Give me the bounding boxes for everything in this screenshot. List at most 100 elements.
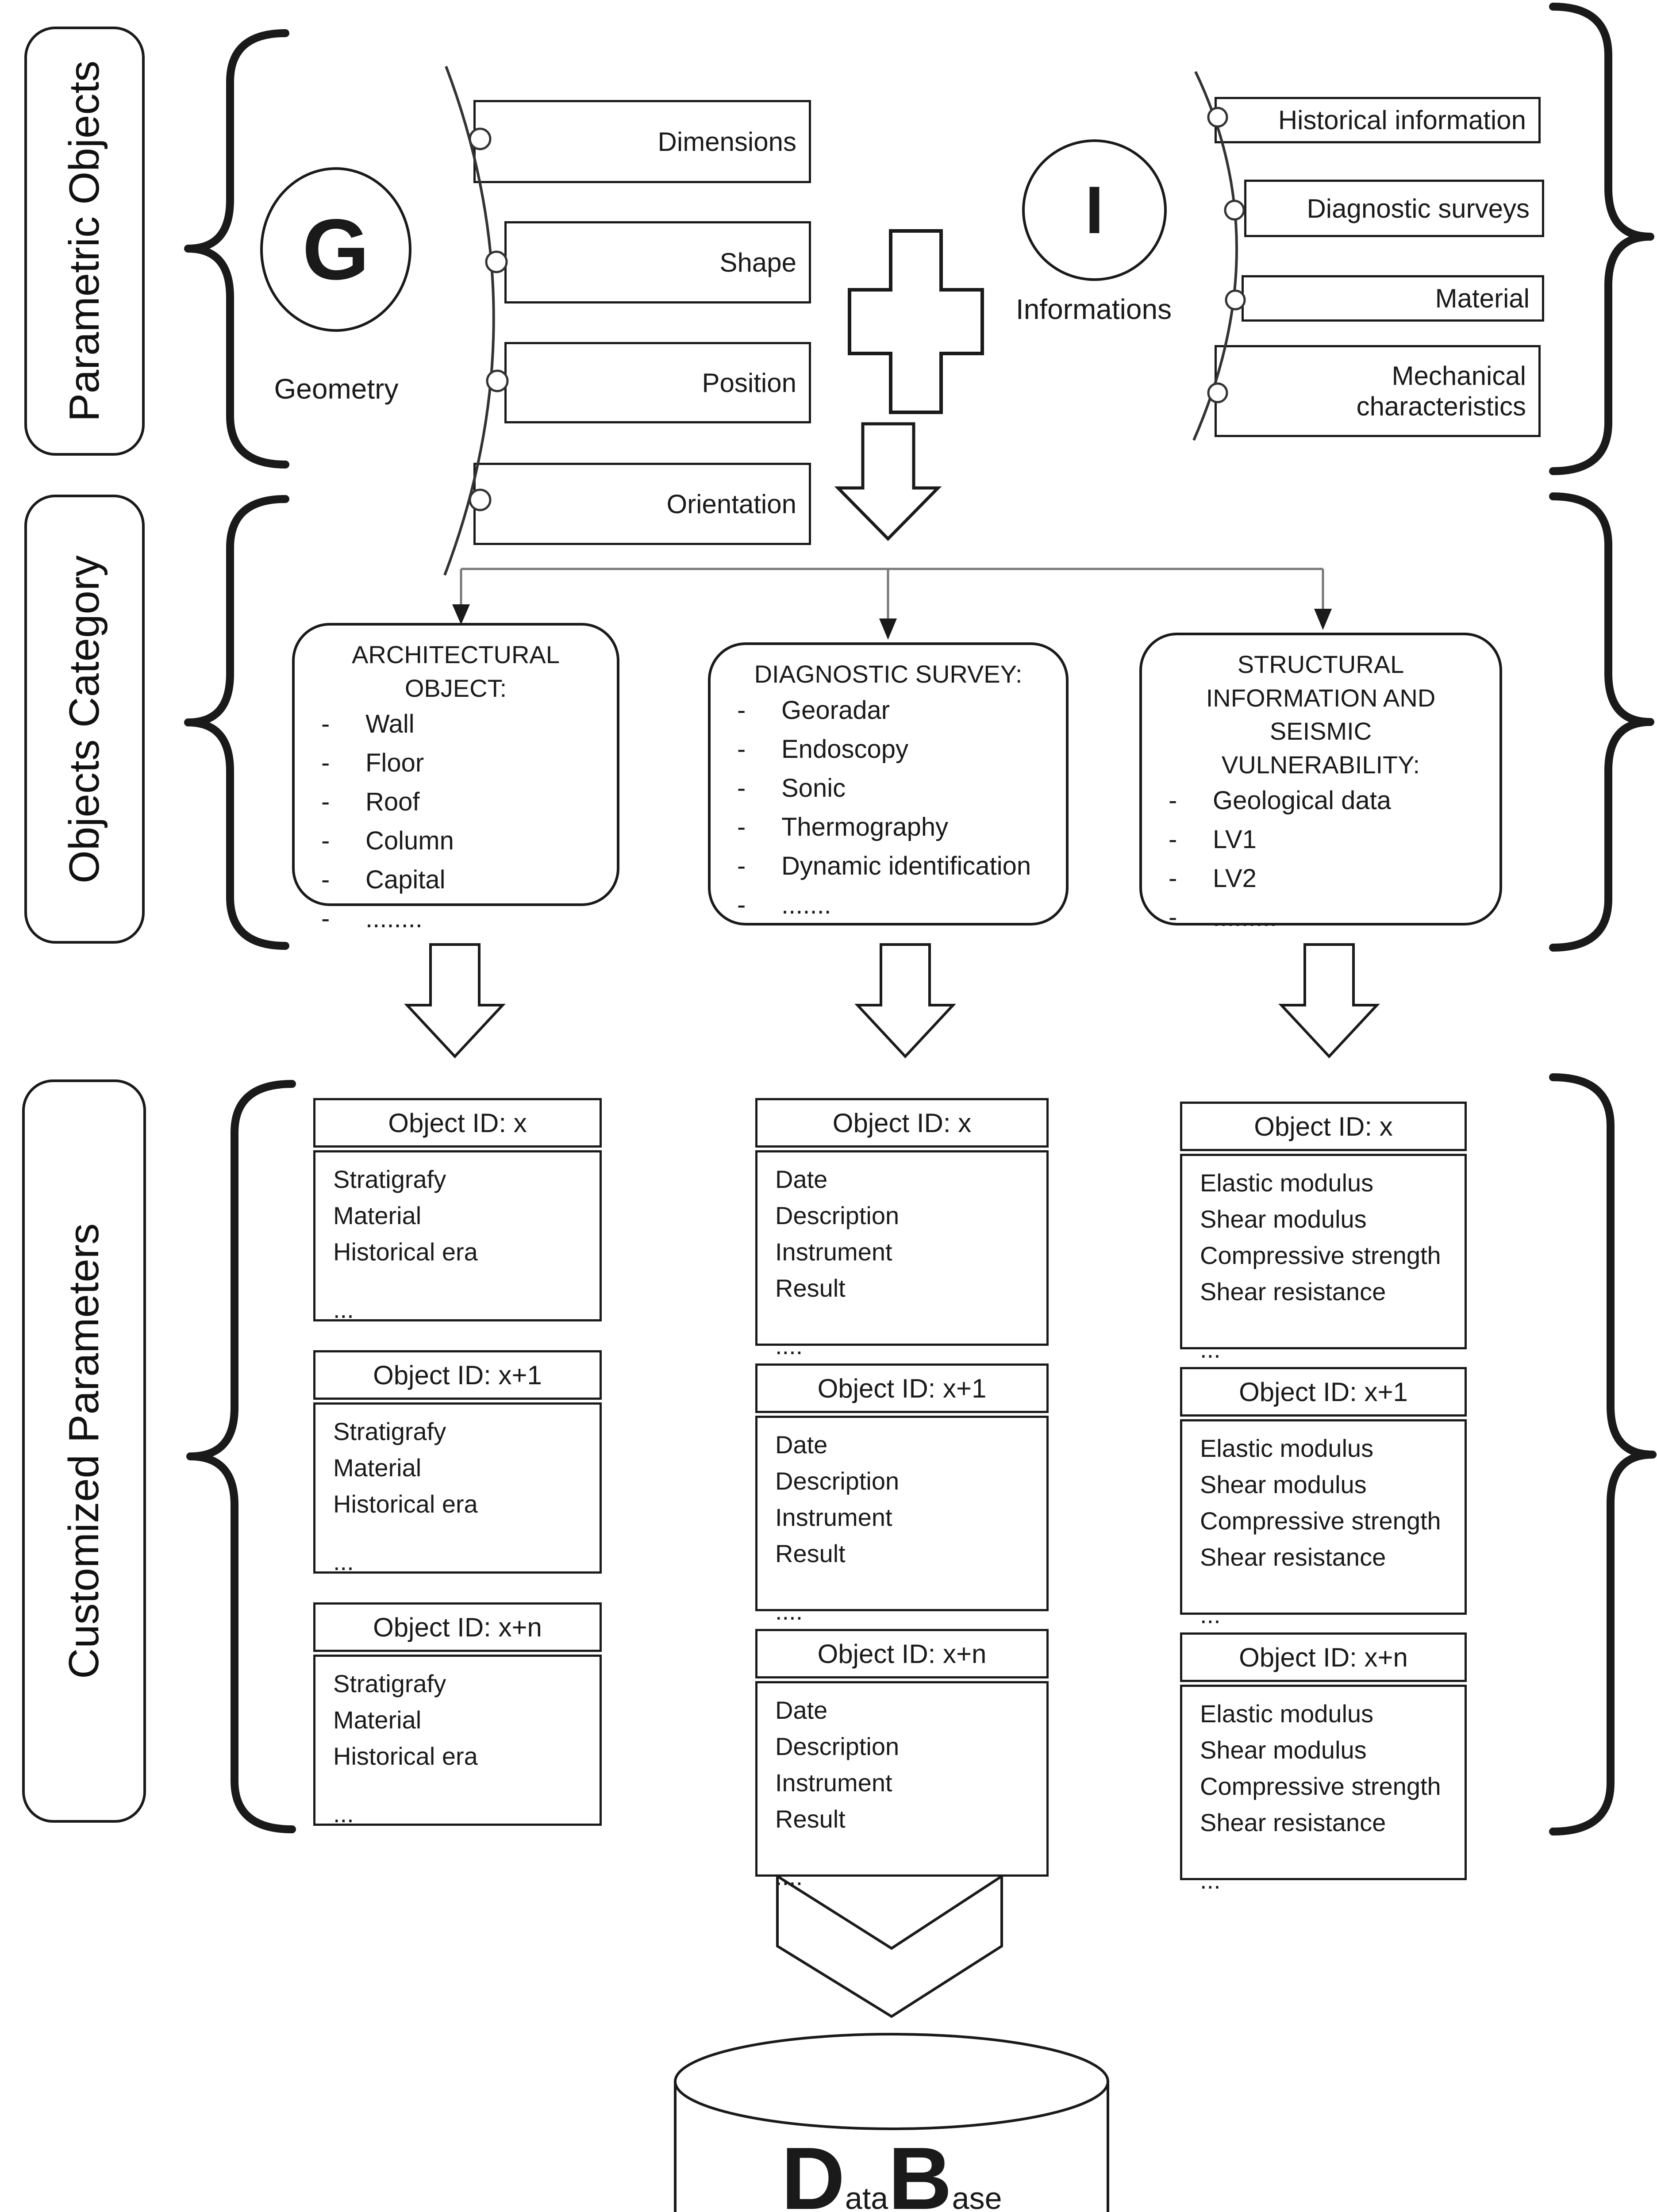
category-item: LV1 <box>1213 825 1257 854</box>
object-card-ellipsis: ... <box>333 1800 354 1828</box>
object-card-header: Object ID: x+1 <box>313 1350 602 1400</box>
object-card-field: Result <box>775 1274 846 1302</box>
geometry-param-label: Position <box>702 368 796 398</box>
bullet-dash: - <box>1169 786 1177 815</box>
bullet-dash: - <box>1169 864 1177 893</box>
geometry-param-bar: Shape <box>504 221 811 303</box>
bullet-dash: - <box>321 865 330 895</box>
bullet-dash: - <box>737 890 746 919</box>
object-card-header: Object ID: x+1 <box>1180 1367 1467 1417</box>
database-letter-b-sub: ase <box>952 2181 1002 2212</box>
informations-param-label: Material <box>1435 284 1530 313</box>
object-card-field: Date <box>775 1165 828 1193</box>
object-card-field: Description <box>775 1467 900 1495</box>
informations-param-label: Historical information <box>1278 105 1526 135</box>
object-card: Object ID: x+1 Date Description Instrume… <box>755 1363 1049 1625</box>
informations-param-label: Diagnostic surveys <box>1307 193 1530 223</box>
geometry-param-label: Shape <box>719 247 797 277</box>
connector-arrowhead-middle <box>879 618 897 640</box>
bullet-dash: - <box>737 812 746 841</box>
category-item: Roof <box>365 787 420 817</box>
object-card-field: Result <box>775 1805 846 1833</box>
object-card-field: Stratigrafy <box>333 1670 446 1697</box>
geometry-param-bar: Position <box>504 342 811 423</box>
chevron-down-icon <box>776 1874 1003 2018</box>
object-card: Object ID: x+n Elastic modulus Shear mod… <box>1180 1632 1467 1894</box>
bullet-dash: - <box>321 787 330 817</box>
object-card-ellipsis: .... <box>775 1863 803 1890</box>
bullet-dash: - <box>737 851 746 880</box>
bullet-dash: - <box>321 749 330 778</box>
object-card-field: Historical era <box>333 1490 478 1518</box>
object-card-field: Compressive strength <box>1200 1507 1441 1535</box>
category-box-diagnostic-survey: DIAGNOSTIC SURVEY: - Georadar - Endoscop… <box>708 642 1069 926</box>
bullet-dash: - <box>1169 903 1177 932</box>
category-item: Dynamic identification <box>781 851 1031 880</box>
object-card-field: Stratigrafy <box>333 1417 446 1445</box>
brace-right-parametric-objects <box>1549 3 1654 475</box>
object-card: Object ID: x Stratigrafy Material Histor… <box>313 1098 602 1323</box>
object-card-header: Object ID: x+n <box>313 1602 602 1652</box>
category-item: Georadar <box>781 695 890 725</box>
brace-right-objects-category <box>1549 492 1654 952</box>
object-card-field: Instrument <box>775 1769 892 1797</box>
object-card-field: Historical era <box>333 1742 478 1770</box>
object-card: Object ID: x+n Stratigrafy Material Hist… <box>313 1602 602 1828</box>
bullet-dash: - <box>1169 825 1177 854</box>
object-card-field: Description <box>775 1202 900 1229</box>
object-card-header: Object ID: x <box>313 1098 602 1148</box>
bullet-dash: - <box>321 904 330 933</box>
down-arrow-skinny-left-icon <box>404 943 506 1059</box>
object-card-field: Elastic modulus <box>1200 1434 1374 1462</box>
connector-line <box>460 568 1324 619</box>
category-box-title: DIAGNOSTIC SURVEY: <box>754 660 1023 688</box>
database-name: DataBase <box>675 2128 1108 2212</box>
object-card: Object ID: x+1 Stratigrafy Material Hist… <box>313 1350 602 1575</box>
category-box-architectural-object: ARCHITECTURAL OBJECT: - Wall - Floor - R… <box>292 623 619 933</box>
informations-caption: Informations <box>1015 293 1172 325</box>
object-card-field: Elastic modulus <box>1200 1700 1374 1728</box>
informations-param-bar: Diagnostic surveys <box>1244 180 1544 237</box>
section-label-parametric-objects-text: Parametric Objects <box>61 60 108 422</box>
object-card-field: Date <box>775 1431 828 1459</box>
down-arrow-skinny-middle-icon <box>854 943 956 1059</box>
informations-circle: I <box>1022 139 1167 281</box>
section-label-customized-parameters-text: Customized Parameters <box>60 1223 108 1679</box>
geometry-caption: Geometry <box>274 373 399 405</box>
plus-icon <box>848 229 984 414</box>
database-letter-b: B <box>888 2129 952 2212</box>
category-item: Endoscopy <box>781 734 908 764</box>
object-card-field: Result <box>775 1540 846 1567</box>
object-card-ellipsis: ... <box>333 1295 354 1323</box>
object-card-field: Instrument <box>775 1503 892 1531</box>
object-card-field: Shear modulus <box>1200 1205 1367 1233</box>
object-card-ellipsis: ... <box>1200 1335 1221 1363</box>
object-card: Object ID: x+1 Elastic modulus Shear mod… <box>1180 1367 1467 1628</box>
object-card-field: Material <box>333 1202 422 1229</box>
bullet-dash: - <box>737 734 746 764</box>
section-label-parametric-objects: Parametric Objects <box>24 27 145 456</box>
brace-right-customized-parameters <box>1549 1073 1657 1836</box>
bullet-dash: - <box>321 826 330 856</box>
geometry-param-label: Orientation <box>666 489 797 519</box>
category-item: ....... <box>781 890 831 919</box>
brace-left-objects-category <box>184 495 289 950</box>
object-card-field: Instrument <box>775 1238 892 1266</box>
category-box-structural-information: STRUCTURAL INFORMATION AND SEISMIC VULNE… <box>1139 633 1502 932</box>
informations-param-bar: Material <box>1242 275 1544 322</box>
spine-node-icon <box>1224 200 1245 221</box>
object-card-ellipsis: .... <box>775 1332 803 1359</box>
database-letter-d-sub: ata <box>845 2181 888 2212</box>
category-item: ......... <box>1213 903 1277 932</box>
informations-symbol: I <box>1085 172 1104 248</box>
category-item: ........ <box>365 904 423 933</box>
object-card-field: Compressive strength <box>1200 1241 1441 1269</box>
object-card-field: Elastic modulus <box>1200 1169 1374 1197</box>
object-card-field: Shear resistance <box>1200 1543 1386 1571</box>
object-card-header: Object ID: x+1 <box>755 1363 1049 1413</box>
geometry-param-bar: Orientation <box>473 463 811 545</box>
object-card-field: Stratigrafy <box>333 1165 446 1193</box>
category-item: Floor <box>365 749 424 778</box>
object-card-field: Historical era <box>333 1238 478 1266</box>
category-item: Geological data <box>1213 786 1392 815</box>
